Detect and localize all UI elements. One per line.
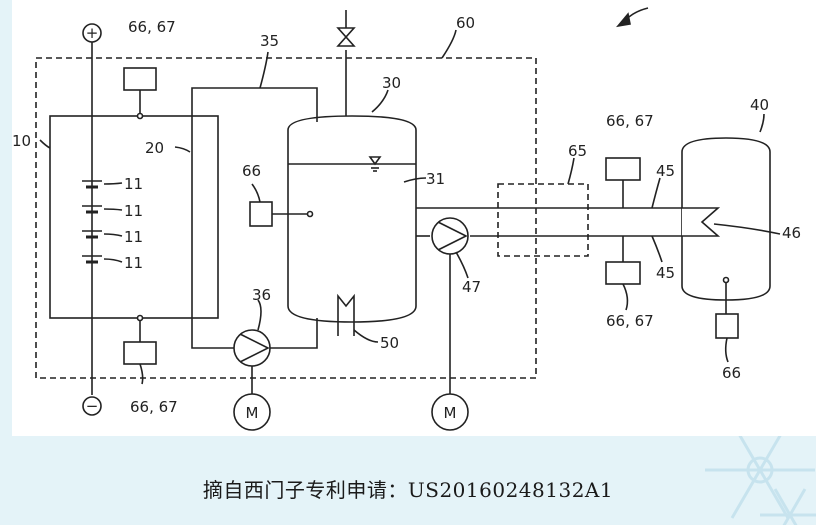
tank-30 (287, 115, 417, 323)
sensor-66-67-top (123, 67, 157, 91)
system-schematic: + − 66, 67 66, 67 10 20 11 11 11 11 35 6… (12, 7, 801, 431)
label-36: 36 (252, 286, 271, 304)
sensor-66-67-right-bottom (605, 261, 641, 285)
motor-left (233, 393, 271, 431)
tank-40 (681, 137, 771, 301)
label-11-b: 11 (124, 202, 143, 220)
label-66-67-top: 66, 67 (128, 18, 176, 36)
label-46: 46 (782, 224, 801, 242)
label-10: 10 (12, 132, 31, 150)
label-40: 40 (750, 96, 769, 114)
label-31: 31 (426, 170, 445, 188)
label-30: 30 (382, 74, 401, 92)
source-caption: 摘自西门子专利申请：US20160248132A1 (202, 478, 614, 502)
label-45-bottom: 45 (656, 264, 675, 282)
pump-47 (431, 217, 469, 255)
label-11-c: 11 (124, 228, 143, 246)
sensor-66-67-bottom (123, 341, 157, 365)
label-66-67-right-bottom: 66, 67 (606, 312, 654, 330)
sensor-66-external (715, 313, 739, 339)
plus-sign: + (86, 24, 99, 42)
minus-sign: − (86, 397, 99, 415)
motor-right (431, 393, 469, 431)
label-66-67-right-top: 66, 67 (606, 112, 654, 130)
positive-terminal (82, 23, 102, 43)
label-47: 47 (462, 278, 481, 296)
motor-left-label: M (246, 404, 259, 422)
battery-stack (49, 115, 219, 319)
coupling-65 (497, 183, 589, 257)
label-65: 65 (568, 142, 587, 160)
label-45-top: 45 (656, 162, 675, 180)
enclosure-60 (35, 57, 537, 379)
pump-36 (233, 329, 271, 367)
label-66-tank: 66 (242, 162, 261, 180)
motor-right-label: M (444, 404, 457, 422)
cell-symbols (82, 180, 102, 264)
label-60: 60 (456, 14, 475, 32)
label-35: 35 (260, 32, 279, 50)
diagram-panel: + − 66, 67 66, 67 10 20 11 11 11 11 35 6… (12, 0, 816, 436)
negative-terminal (82, 396, 102, 416)
label-11-d: 11 (124, 254, 143, 272)
sensor-66-tank (249, 201, 273, 227)
label-66-67-bottom: 66, 67 (130, 398, 178, 416)
label-20: 20 (145, 139, 164, 157)
label-11-a: 11 (124, 175, 143, 193)
label-66-external: 66 (722, 364, 741, 382)
sensor-66-67-right-top (605, 157, 641, 181)
label-50: 50 (380, 334, 399, 352)
